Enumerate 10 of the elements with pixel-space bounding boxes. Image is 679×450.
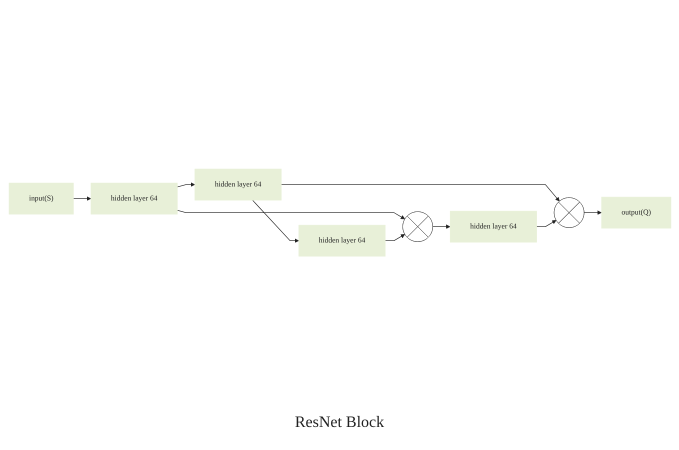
arrow <box>176 210 405 220</box>
arrow <box>252 200 298 244</box>
arrow <box>280 184 560 202</box>
arrow <box>432 224 450 230</box>
arrow <box>384 234 405 242</box>
arrow <box>583 210 602 216</box>
block-label: ResNet Block <box>294 414 384 431</box>
arrow <box>72 196 91 202</box>
arrow <box>176 182 195 188</box>
arrow <box>536 220 556 228</box>
